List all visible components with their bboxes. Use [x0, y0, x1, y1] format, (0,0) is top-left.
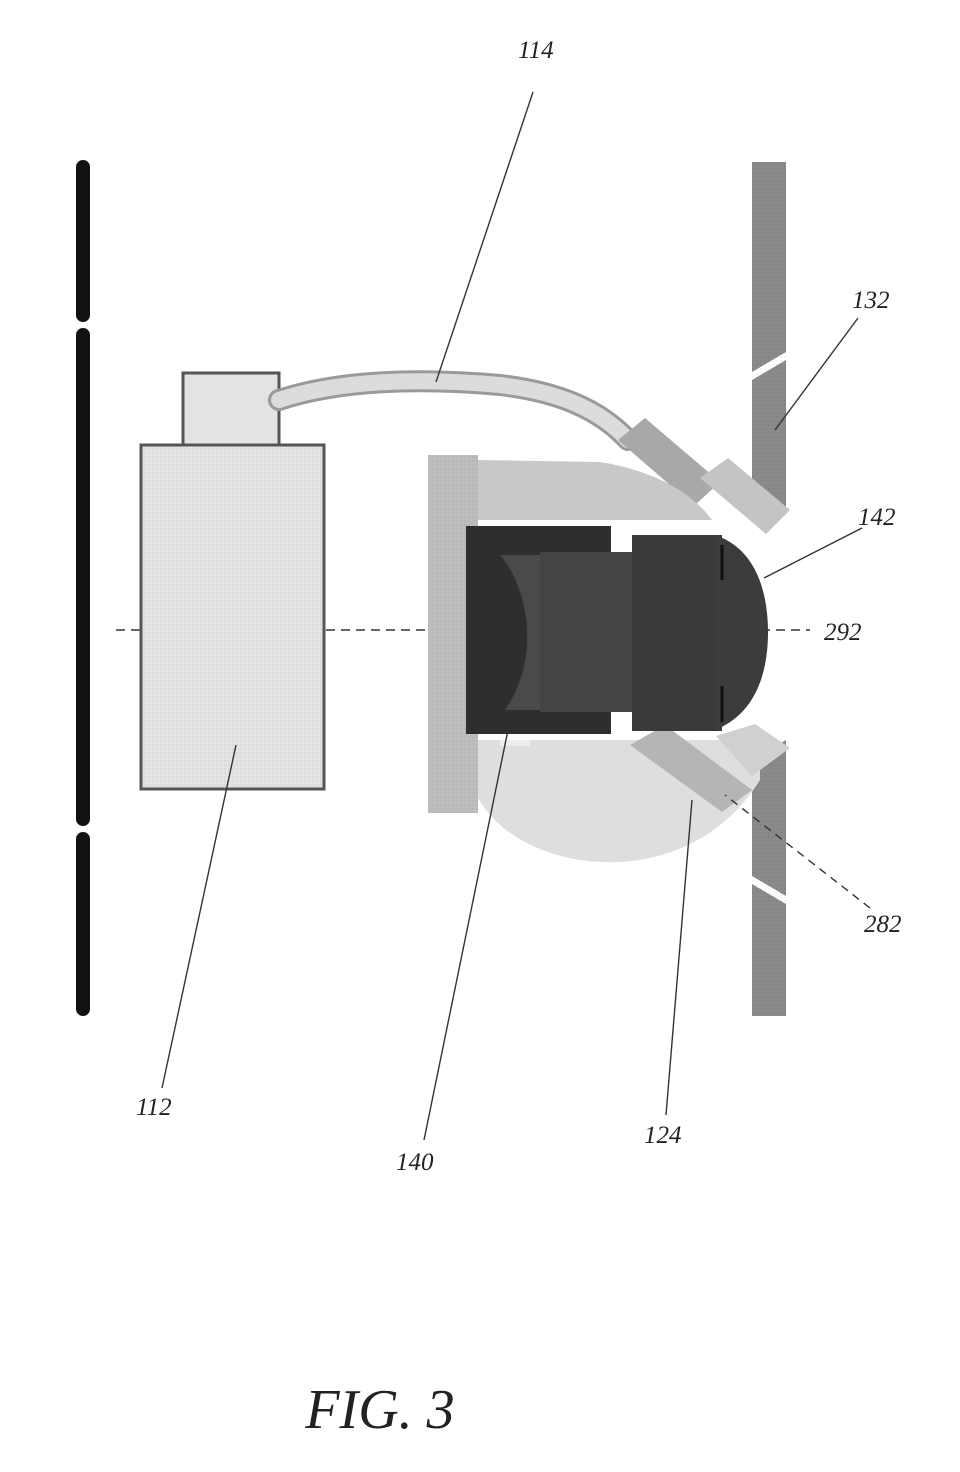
- label-282: 282: [864, 911, 902, 938]
- lens-highlight: [500, 740, 530, 746]
- lower-bracket: [630, 725, 752, 812]
- label-142: 142: [858, 504, 896, 531]
- label-132: 132: [852, 287, 890, 314]
- right-panel: [752, 162, 786, 1016]
- left-wall-segment-top: [76, 160, 90, 322]
- leader-140: [423, 729, 509, 1141]
- front-lens-element: [715, 535, 768, 730]
- label-114: 114: [518, 37, 554, 64]
- left-wall: [76, 160, 90, 1016]
- label-112: 112: [136, 1094, 172, 1121]
- leader-lines: [161, 91, 871, 1141]
- right-panel-stipple-lower: [752, 740, 786, 1016]
- cable: [268, 370, 790, 534]
- leader-132: [774, 317, 859, 431]
- lens-collar: [632, 535, 722, 731]
- camera-body: [139, 371, 326, 791]
- figure-caption: FIG. 3: [305, 1379, 455, 1441]
- leader-142: [763, 527, 863, 579]
- leader-282: [724, 794, 871, 909]
- lower-bracket-arm: [716, 724, 790, 776]
- label-292: 292: [824, 619, 862, 646]
- cable-path-inner: [271, 373, 636, 448]
- left-wall-segment-bottom: [76, 832, 90, 1016]
- label-124: 124: [644, 1122, 682, 1149]
- leader-112: [161, 744, 237, 1089]
- cable-plug: [618, 418, 720, 506]
- leader-124: [665, 799, 693, 1116]
- lens-assembly: [466, 526, 768, 746]
- camera-body-stipple: [143, 447, 322, 787]
- right-panel-stipple-upper: [752, 162, 786, 512]
- left-wall-segment-middle: [76, 328, 90, 826]
- cable-plug-tip: [700, 458, 790, 534]
- housing-upper: [476, 460, 712, 520]
- label-140: 140: [396, 1149, 434, 1176]
- reference-labels: 114 132 142 292 282 112 140 124: [136, 37, 902, 1176]
- camera-connector: [181, 371, 281, 447]
- leader-114: [435, 91, 534, 383]
